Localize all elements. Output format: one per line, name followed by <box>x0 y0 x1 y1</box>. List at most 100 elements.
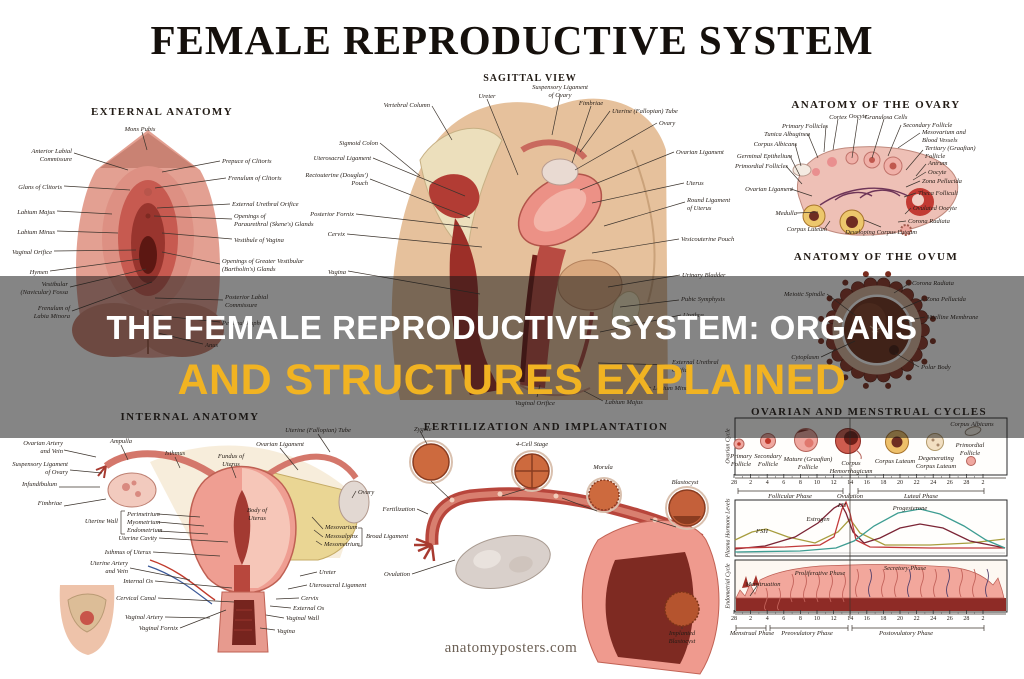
leader-line <box>790 188 813 197</box>
leader-line <box>63 449 97 458</box>
endometrial-gland <box>959 568 963 598</box>
poster-title: FEMALE REPRODUCTIVE SYSTEM <box>150 17 874 63</box>
leader-line <box>649 518 677 528</box>
leader-line <box>153 215 233 220</box>
corona-cell <box>885 271 892 278</box>
leader-line <box>279 447 299 471</box>
spiral-artery <box>946 568 950 598</box>
hormone-curve-fsh <box>734 517 1006 546</box>
leader-line <box>871 118 885 159</box>
leader-line <box>851 117 859 159</box>
leader-line <box>259 627 276 631</box>
leader-line <box>794 143 802 167</box>
leader-line <box>275 597 300 600</box>
fertilization-illustration <box>409 440 720 675</box>
leader-line <box>807 133 819 159</box>
leader-line <box>379 142 421 177</box>
leader-line <box>905 180 921 188</box>
leader-line <box>579 110 611 153</box>
leader-line <box>789 155 801 177</box>
hormone-curve-estrogen <box>734 503 1006 550</box>
leader-line <box>897 220 907 223</box>
spiral-artery <box>868 568 872 598</box>
leader-line <box>265 614 285 619</box>
leader-line <box>299 571 318 577</box>
corona-cell <box>862 271 869 278</box>
leader-line <box>863 219 882 228</box>
endometrial-gland <box>803 573 807 603</box>
spiral-artery <box>907 568 911 598</box>
leader-line <box>903 192 917 198</box>
leader-line <box>120 444 129 461</box>
leader-line <box>431 105 453 141</box>
leader-line <box>156 203 231 209</box>
internal-anatomy-illustration <box>59 445 370 655</box>
leader-line <box>69 469 103 474</box>
leader-line <box>164 616 211 619</box>
leader-line <box>157 597 235 603</box>
leader-line <box>823 125 827 153</box>
leader-line <box>346 233 483 248</box>
leader-line <box>501 488 526 497</box>
endometrial-gland <box>933 568 937 598</box>
endometrial-gland <box>790 573 794 603</box>
endometrial-gland <box>972 568 976 598</box>
leader-line <box>355 213 479 229</box>
leader-line <box>63 185 131 191</box>
leader-line <box>411 559 456 575</box>
leader-line <box>796 211 819 214</box>
leader-line <box>161 232 233 240</box>
leader-line <box>154 580 233 589</box>
leader-line <box>551 95 561 136</box>
endometrial-gland <box>816 573 820 603</box>
leader-line <box>904 207 912 215</box>
leader-line <box>832 118 839 151</box>
spiral-artery <box>985 568 989 598</box>
leader-line <box>49 258 141 272</box>
leader-line <box>574 122 658 171</box>
endometrial-gland <box>764 587 768 611</box>
leader-line <box>603 201 686 227</box>
leader-line <box>141 131 148 151</box>
leader-line <box>579 151 675 191</box>
leader-line <box>73 152 129 171</box>
leader-line <box>351 490 357 499</box>
leader-line <box>161 251 221 265</box>
endometrial-gland <box>894 568 898 598</box>
leader-line <box>179 609 227 629</box>
headline-overlay: THE FEMALE REPRODUCTIVE SYSTEM: ORGANS A… <box>0 276 1024 438</box>
endometrial-gland <box>881 568 885 598</box>
leader-line <box>591 238 680 254</box>
leader-line <box>785 165 803 185</box>
leader-line <box>152 551 221 557</box>
leader-line <box>430 480 451 500</box>
endometrial-gland <box>855 568 859 598</box>
headline-line1: THE FEMALE REPRODUCTIVE SYSTEM: ORGANS <box>106 309 918 346</box>
leader-line <box>369 178 471 219</box>
leader-line <box>571 105 592 164</box>
leader-line <box>129 567 191 581</box>
ovum-heading: ANATOMY OF THE OVUM <box>793 251 959 263</box>
leader-line <box>157 530 209 535</box>
leader-line <box>154 177 227 189</box>
hormone-curve-lh <box>734 500 1005 549</box>
leader-line <box>56 230 119 234</box>
leader-line <box>897 132 921 149</box>
leader-line <box>230 464 237 479</box>
leader-line <box>157 521 205 527</box>
leader-line <box>63 498 107 507</box>
leader-line <box>416 508 429 515</box>
leader-line <box>53 249 137 252</box>
watermark: anatomyposters.com <box>444 640 578 656</box>
leader-line <box>912 171 927 181</box>
ovary-heading: ANATOMY OF THE OVARY <box>791 99 961 111</box>
leader-line <box>561 497 598 512</box>
leader-line <box>311 516 324 530</box>
leader-line <box>56 210 113 215</box>
leader-line <box>915 163 927 177</box>
endometrial-gland <box>842 573 846 603</box>
external-anatomy-heading: EXTERNAL ANATOMY <box>90 106 234 118</box>
sagittal-view-heading: SAGITTAL VIEW <box>483 73 577 84</box>
leader-line <box>174 456 181 469</box>
